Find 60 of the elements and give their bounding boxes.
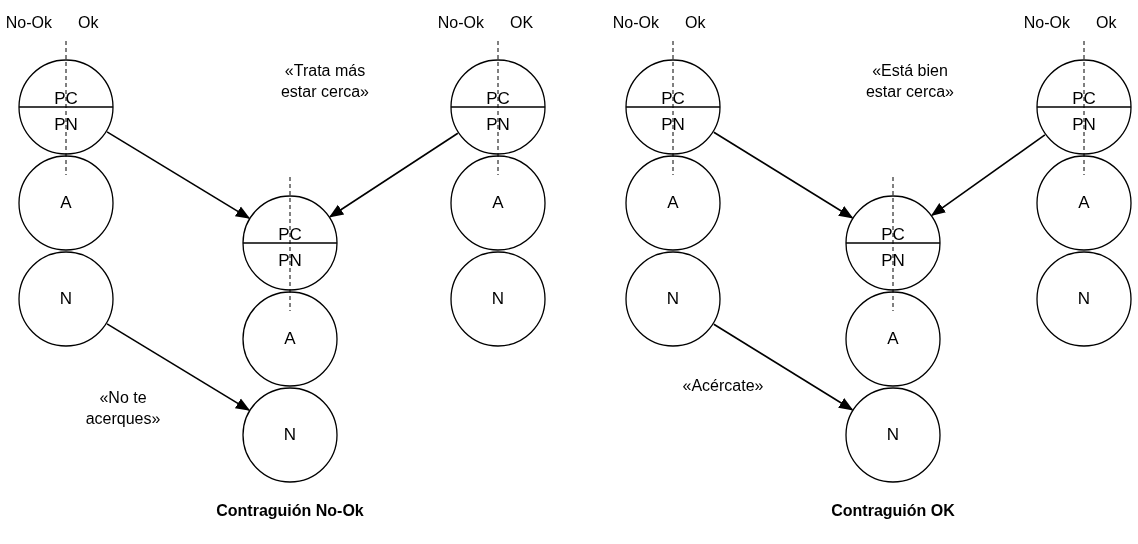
ego-state-letter: N bbox=[283, 426, 297, 444]
split-ego-circle bbox=[18, 59, 114, 155]
arrow bbox=[713, 131, 854, 219]
split-ego-circle bbox=[242, 195, 338, 291]
arrow bbox=[328, 132, 459, 218]
ego-state-letter: PN bbox=[54, 116, 78, 134]
ego-state-letter: PN bbox=[278, 252, 302, 270]
message-text: «Trata más estar cerca» bbox=[279, 61, 370, 102]
state-label: No-Ok bbox=[5, 13, 52, 33]
state-label: Ok bbox=[1096, 13, 1117, 33]
arrow bbox=[930, 134, 1046, 216]
state-label: Ok bbox=[685, 13, 706, 33]
ego-state-letter: PN bbox=[1072, 116, 1096, 134]
state-label: Ok bbox=[78, 13, 99, 33]
ego-state-letter: PC bbox=[278, 226, 302, 244]
arrow bbox=[106, 323, 251, 411]
split-ego-circle bbox=[845, 195, 941, 291]
ego-state-letter: PN bbox=[881, 252, 905, 270]
ego-state-letter: A bbox=[60, 194, 72, 212]
ego-state-letter: N bbox=[59, 290, 73, 308]
ego-state-circle bbox=[18, 155, 114, 251]
ego-state-circle bbox=[450, 251, 546, 347]
ego-state-letter: A bbox=[284, 330, 296, 348]
ego-state-letter: N bbox=[491, 290, 505, 308]
panel-title: Contraguión No-Ok bbox=[215, 501, 365, 521]
panel-title: Contraguión OK bbox=[830, 501, 956, 521]
split-ego-circle bbox=[450, 59, 546, 155]
ego-state-letter: A bbox=[1078, 194, 1090, 212]
message-text: «Está bien estar cerca» bbox=[864, 61, 955, 102]
ego-state-letter: PN bbox=[661, 116, 685, 134]
ego-state-circle bbox=[1036, 251, 1132, 347]
ego-state-circle bbox=[625, 155, 721, 251]
arrow bbox=[106, 131, 251, 219]
ego-state-circle bbox=[1036, 155, 1132, 251]
state-label: OK bbox=[510, 13, 534, 33]
ego-state-letter: PC bbox=[486, 90, 510, 108]
split-ego-circle bbox=[625, 59, 721, 155]
ego-state-letter: N bbox=[886, 426, 900, 444]
ego-state-letter: N bbox=[666, 290, 680, 308]
ego-state-circle bbox=[242, 387, 338, 483]
ego-state-circle bbox=[242, 291, 338, 387]
ego-state-letter: PC bbox=[881, 226, 905, 244]
ego-state-circle bbox=[18, 251, 114, 347]
ego-state-circle bbox=[450, 155, 546, 251]
ego-state-letter: A bbox=[492, 194, 504, 212]
ego-state-letter: PN bbox=[486, 116, 510, 134]
state-label: No-Ok bbox=[612, 13, 659, 33]
ego-state-letter: A bbox=[887, 330, 899, 348]
ego-state-letter: N bbox=[1077, 290, 1091, 308]
ego-state-letter: PC bbox=[1072, 90, 1096, 108]
ego-state-circle bbox=[845, 291, 941, 387]
ego-state-letter: A bbox=[667, 194, 679, 212]
ego-state-circle bbox=[845, 387, 941, 483]
ego-state-letter: PC bbox=[661, 90, 685, 108]
state-label: No-Ok bbox=[1023, 13, 1070, 33]
ego-state-circle bbox=[625, 251, 721, 347]
ego-state-letter: PC bbox=[54, 90, 78, 108]
arrow bbox=[713, 323, 854, 411]
state-label: No-Ok bbox=[437, 13, 484, 33]
split-ego-circle bbox=[1036, 59, 1132, 155]
